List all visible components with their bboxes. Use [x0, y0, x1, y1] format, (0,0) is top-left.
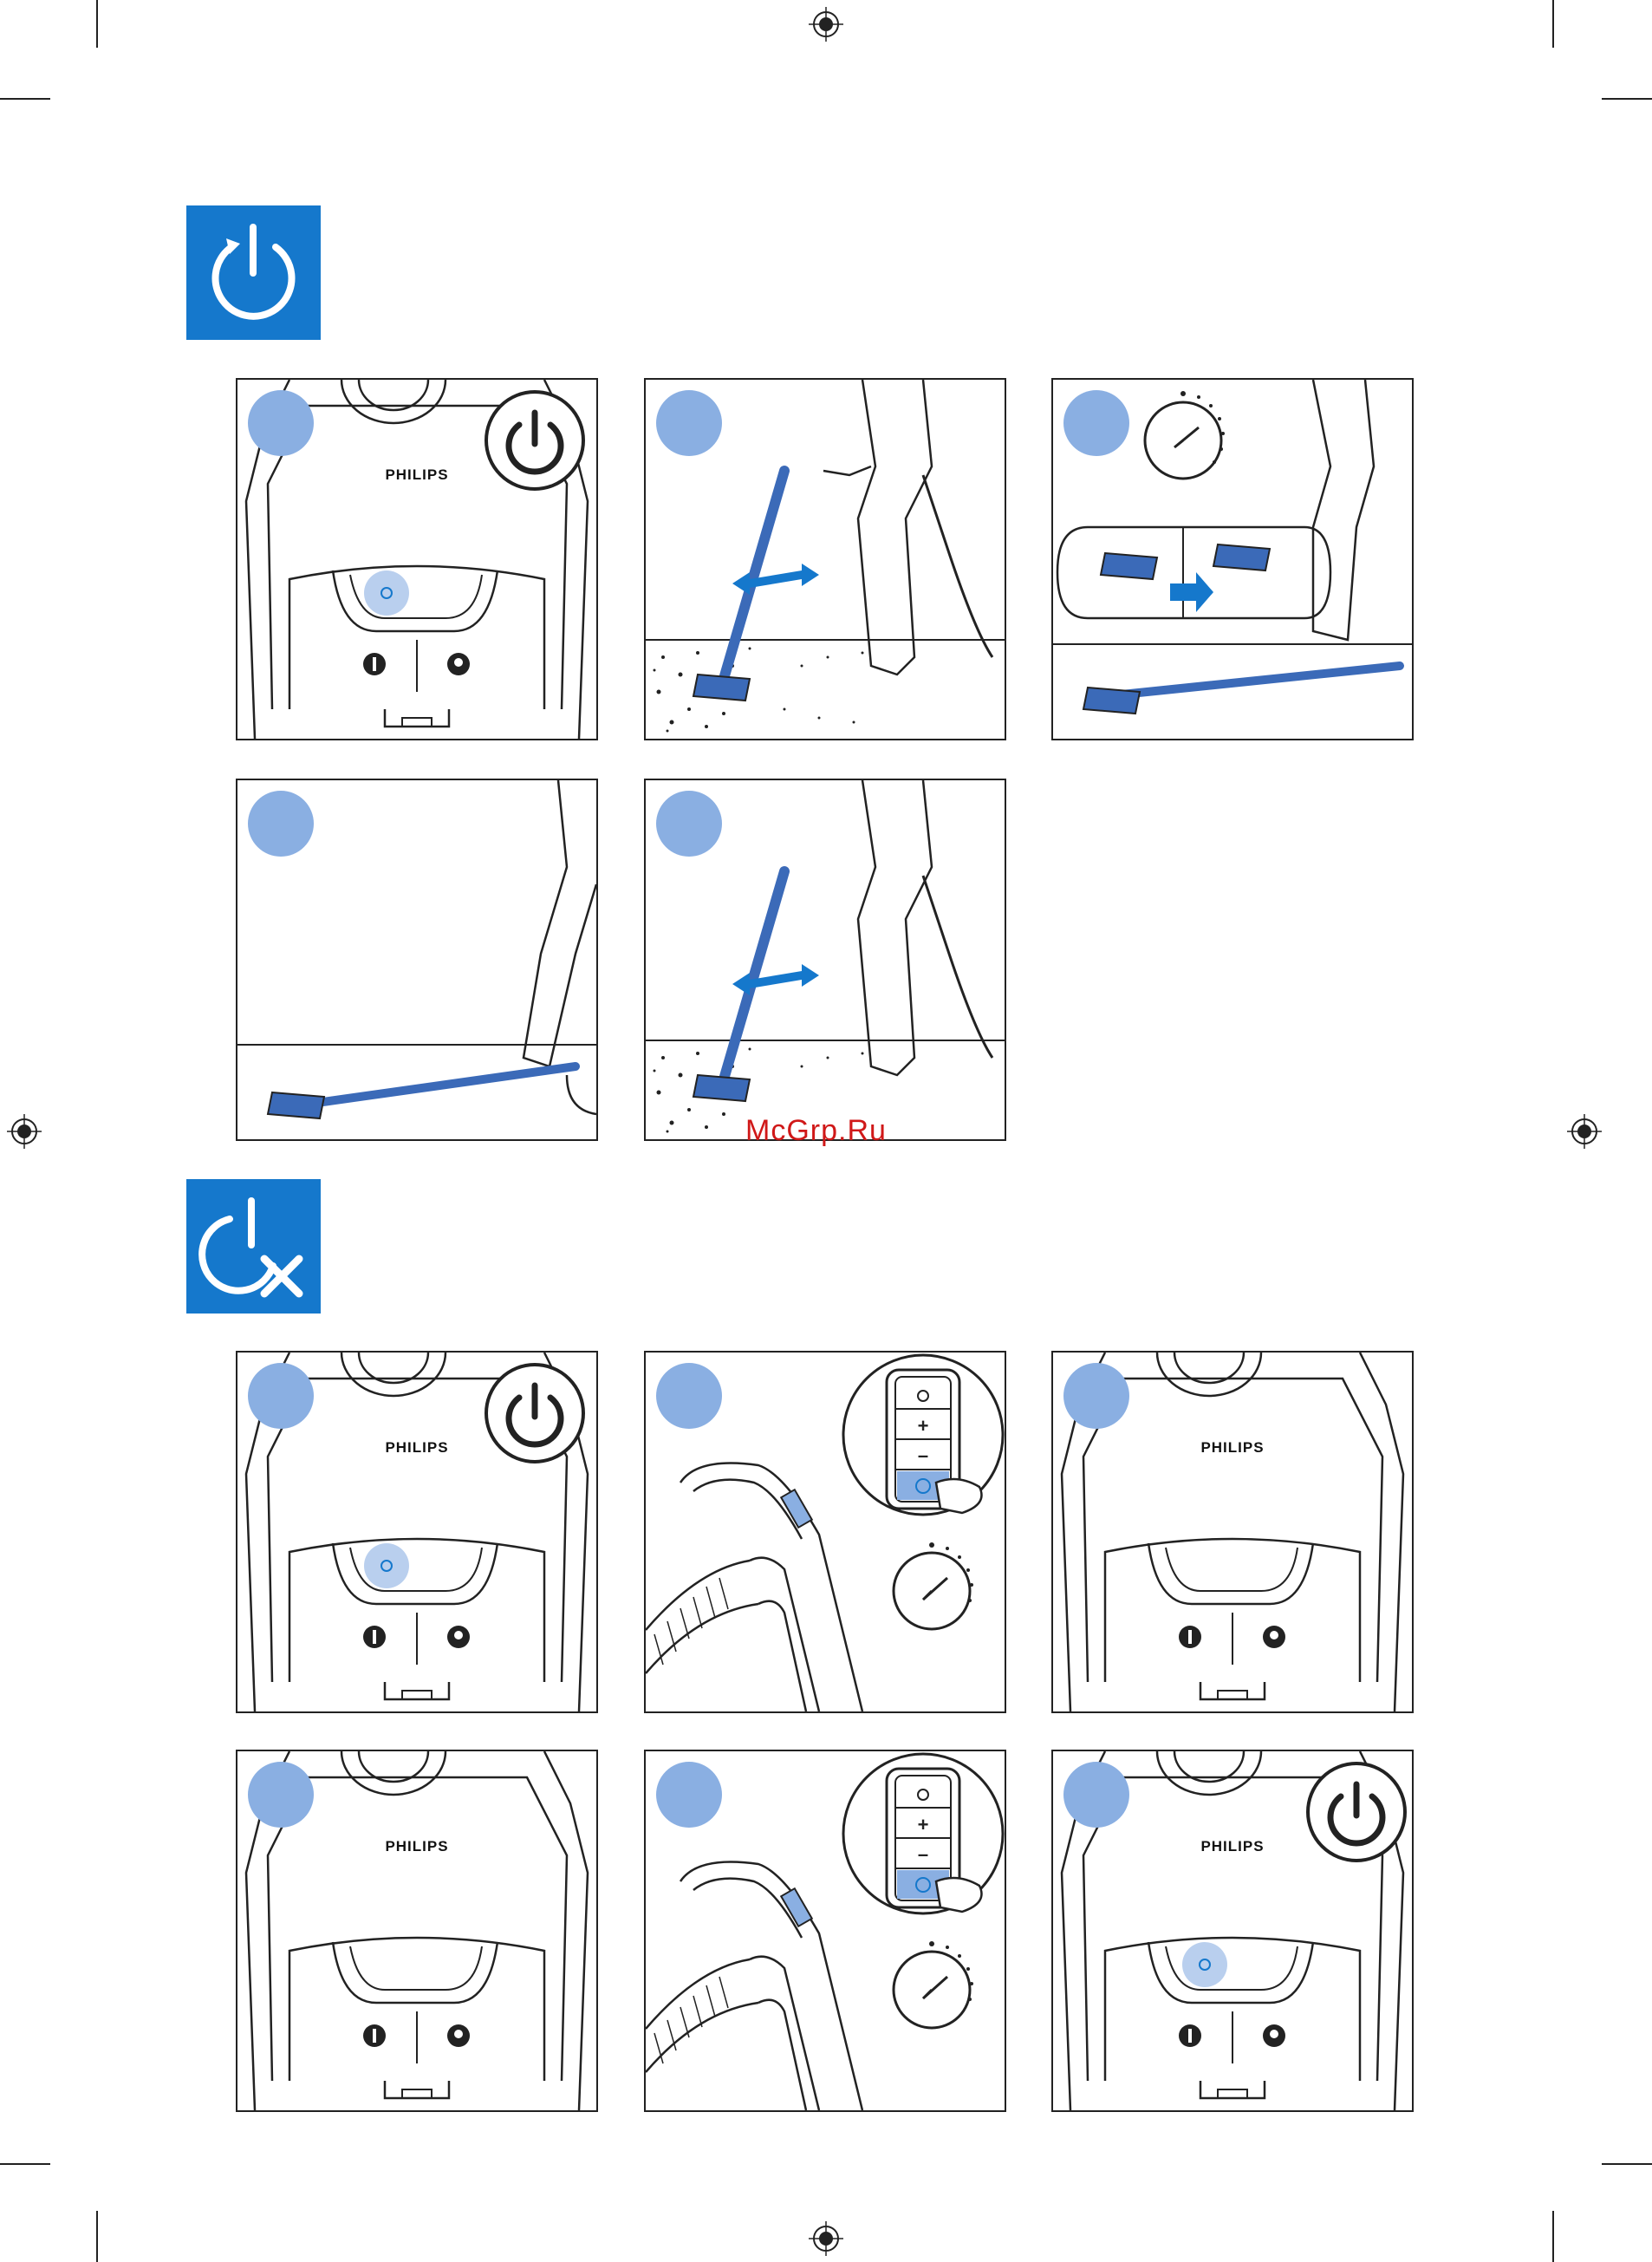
crop-mark [1602, 2163, 1652, 2165]
step-number-badge [656, 390, 722, 456]
step-number-badge [248, 1762, 314, 1828]
step-number-badge [248, 1363, 314, 1429]
power-on-icon [186, 205, 321, 340]
step-number-badge [656, 791, 722, 857]
registration-mark-icon [809, 7, 843, 42]
brand-label: PHILIPS [237, 1838, 596, 1855]
svg-text:–: – [918, 1843, 928, 1865]
step-number-badge [1063, 390, 1129, 456]
registration-mark-icon [1567, 1114, 1602, 1149]
brand-label: PHILIPS [1053, 1439, 1412, 1457]
brand-label: PHILIPS [237, 1439, 596, 1457]
registration-mark-icon [7, 1114, 42, 1149]
panel-appliance: PHILIPS [236, 1750, 598, 2112]
panel-power-button: PHILIPS [236, 378, 598, 740]
crop-mark [1602, 98, 1652, 100]
registration-mark-icon [809, 2221, 843, 2256]
panel-resume-vacuum [644, 779, 1006, 1141]
panel-appliance: PHILIPS [1051, 1351, 1414, 1713]
crop-mark [1552, 0, 1554, 48]
step-number-badge [656, 1363, 722, 1429]
step-number-badge [1063, 1363, 1129, 1429]
crop-mark [96, 2211, 98, 2262]
brand-label: PHILIPS [237, 466, 596, 484]
svg-text:–: – [918, 1444, 928, 1466]
step-number-badge [248, 791, 314, 857]
step-number-badge [1063, 1762, 1129, 1828]
watermark-text: McGrp.Ru [745, 1114, 887, 1148]
panel-nozzle-on-floor [236, 779, 598, 1141]
panel-power-button: PHILIPS [236, 1351, 598, 1713]
crop-mark [1552, 2211, 1554, 2262]
svg-text:+: + [918, 1415, 929, 1437]
crop-mark [0, 2163, 50, 2165]
crop-mark [0, 98, 50, 100]
panel-idle-timer [1051, 378, 1414, 740]
panel-handle-power: + – [644, 1750, 1006, 2112]
power-off-timer-icon [186, 1179, 321, 1314]
step-number-badge [248, 390, 314, 456]
step-number-badge [656, 1762, 722, 1828]
crop-mark [96, 0, 98, 48]
panel-handle-power: + – [644, 1351, 1006, 1713]
brand-label: PHILIPS [1053, 1838, 1412, 1855]
svg-text:+: + [918, 1814, 929, 1835]
panel-vacuum-floor [644, 378, 1006, 740]
panel-power-button: PHILIPS [1051, 1750, 1414, 2112]
